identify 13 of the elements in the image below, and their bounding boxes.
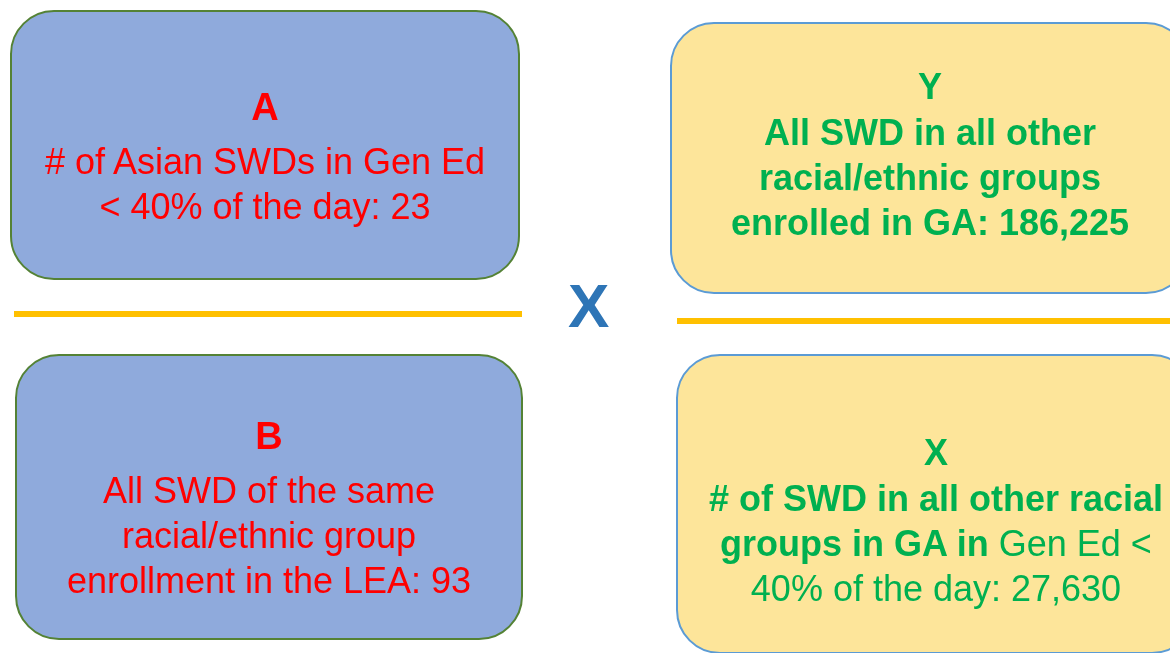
variable-letter: Y [918,65,942,108]
description-text: # of Asian SWDs in Gen Ed < 40% of the day: 23 [43,139,487,229]
description-text: All SWD in all other racial/ethnic groups enrolled in GA: 186,225 [729,110,1131,245]
multiplication-sign: X [568,270,610,341]
variable-letter: A [251,85,279,129]
description-text: All SWD of the same racial/ethnic group enrollment in the LEA: 93 [65,469,473,603]
rounded-box [670,22,1170,294]
variable-letter: B [255,415,283,458]
variable-letter: X [924,431,948,474]
rounded-box [10,10,520,280]
rounded-box [15,354,523,640]
description-text: # of SWD in all other racial groups in GA in Gen Ed < 40% of the day: 27,630 [707,476,1165,611]
rounded-box [676,354,1170,653]
